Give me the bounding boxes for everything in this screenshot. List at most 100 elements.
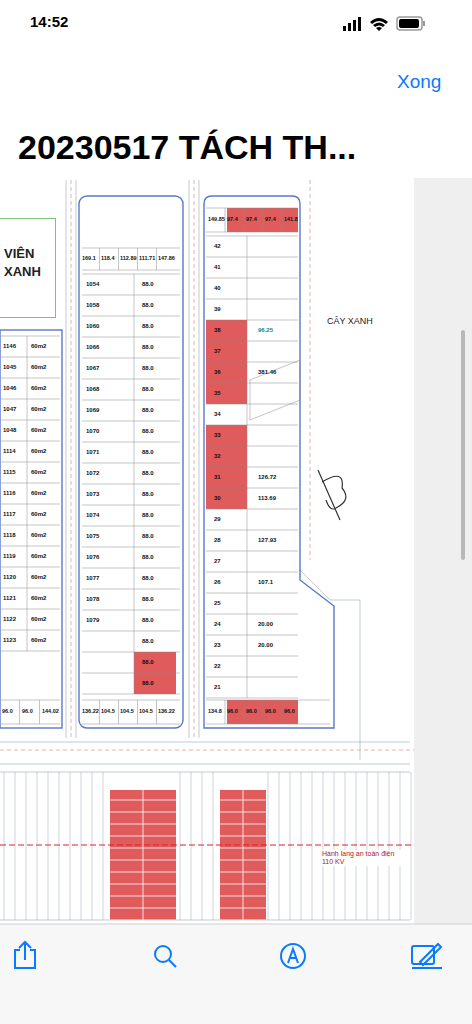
- lot-line: [411, 772, 412, 920]
- lot-label: 1118: [3, 532, 16, 538]
- lot-line: [389, 772, 390, 920]
- lot-line: [279, 772, 280, 920]
- lot-label: 60m2: [31, 469, 46, 475]
- lot-line: [206, 572, 298, 573]
- lot-label: 60m2: [31, 490, 46, 496]
- lot-line: [19, 700, 20, 724]
- lot-line: [82, 295, 180, 296]
- plan-stroke: [348, 23, 351, 31]
- lot-line: [1, 462, 60, 463]
- lot-label: 104.5: [139, 709, 153, 715]
- lot-label: 127.93: [258, 537, 276, 543]
- lot-label: 42: [214, 243, 221, 249]
- lot-label: 27: [214, 558, 221, 564]
- lot-label: 88.0: [142, 680, 154, 686]
- lot-line: [206, 320, 298, 321]
- lot-label: 24: [214, 621, 221, 627]
- lot-label: 40: [214, 285, 221, 291]
- lot-line: [206, 341, 298, 342]
- lot-label: 1114: [3, 448, 16, 454]
- park-area: VIÊN XANH: [0, 218, 56, 318]
- lot-label: 96.0: [246, 709, 257, 715]
- lot-line: [82, 484, 180, 485]
- lot-line: [1, 399, 60, 400]
- lot-label: 1115: [3, 469, 16, 475]
- lot-label: 111.71: [139, 256, 155, 262]
- ui-text: 14:52: [30, 14, 68, 29]
- lot-label: 96.0: [22, 709, 33, 715]
- lot-label: 88.0: [142, 512, 154, 518]
- lot-label: 22: [214, 663, 221, 669]
- lot-label: 37: [214, 348, 221, 354]
- lot-label: 147.86: [158, 256, 175, 262]
- lot-label: 88.0: [142, 638, 154, 644]
- plan-stroke: [0, 750, 414, 751]
- lot-label: 1054: [86, 281, 99, 287]
- lot-line: [1, 420, 60, 421]
- lot-line: [70, 772, 71, 920]
- lot-label: 30: [214, 495, 221, 501]
- lot-line: [137, 248, 138, 270]
- lot-line: [82, 694, 180, 695]
- lot-line: [1, 630, 60, 631]
- power-corridor-line: [0, 845, 414, 846]
- lot-label: 1069: [86, 407, 99, 413]
- lot-label: 88.0: [142, 575, 154, 581]
- lot-label: 104.5: [120, 709, 134, 715]
- lot-label: 88.0: [142, 302, 154, 308]
- lot-line: [82, 337, 180, 338]
- lot-line: [82, 248, 180, 249]
- lot-line: [180, 772, 181, 920]
- plan-stroke: [199, 180, 200, 738]
- lot-label: 88.0: [142, 491, 154, 497]
- lot-line: [206, 551, 298, 552]
- status-icons: [343, 17, 425, 31]
- lot-label: 96.0: [284, 709, 295, 715]
- lot-line: [206, 362, 298, 363]
- lot-line: [1, 525, 60, 526]
- plan-stroke: [155, 946, 171, 962]
- lot-label: Hành lang an toàn điện 110 KV: [322, 850, 406, 866]
- lot-label: 60m2: [31, 448, 46, 454]
- lot-line: [82, 568, 180, 569]
- road-edges: [0, 180, 410, 764]
- lot-line: [1, 724, 60, 725]
- lot-line: [37, 772, 38, 920]
- ui-text: CÂY XANH: [327, 317, 373, 326]
- lot-label: 34: [214, 411, 221, 417]
- lot-line: [206, 635, 298, 636]
- lot-label: 32: [214, 453, 221, 459]
- lot-label: 96.0: [265, 709, 276, 715]
- lot-label: 1120: [3, 574, 16, 580]
- plan-stroke: [169, 960, 176, 967]
- lot-line: [4, 772, 5, 920]
- plan-stroke: [370, 18, 388, 31]
- lot-line: [243, 790, 244, 920]
- lot-lines: [0, 208, 411, 920]
- lot-label: 136.22: [82, 709, 99, 715]
- lot-line: [268, 772, 269, 920]
- lot-line: [282, 700, 283, 724]
- lot-label: 88.0: [142, 470, 154, 476]
- lot-label: 60m2: [31, 553, 46, 559]
- lot-label: 1078: [86, 596, 99, 602]
- lot-label: 97.4: [227, 217, 238, 223]
- toolbar: [0, 924, 472, 1024]
- lot-label: 1068: [86, 386, 99, 392]
- plan-stroke: [353, 20, 356, 31]
- lot-line: [206, 404, 298, 405]
- lot-label: 1116: [3, 490, 16, 496]
- lot-label: 96.0: [2, 709, 13, 715]
- lot-label: 88.0: [142, 533, 154, 539]
- lot-label: 88.0: [142, 617, 154, 623]
- lot-label: 1121: [3, 595, 16, 601]
- lot-line: [134, 274, 135, 694]
- toolbar-icons: [15, 942, 442, 968]
- lot-label: 88.0: [142, 659, 154, 665]
- lot-label: 88.0: [142, 449, 154, 455]
- lot-label: 1123: [3, 637, 16, 643]
- lot-label: 88.0: [142, 365, 154, 371]
- lot-line: [206, 446, 298, 447]
- lot-line: [1, 609, 60, 610]
- lot-line: [247, 236, 248, 698]
